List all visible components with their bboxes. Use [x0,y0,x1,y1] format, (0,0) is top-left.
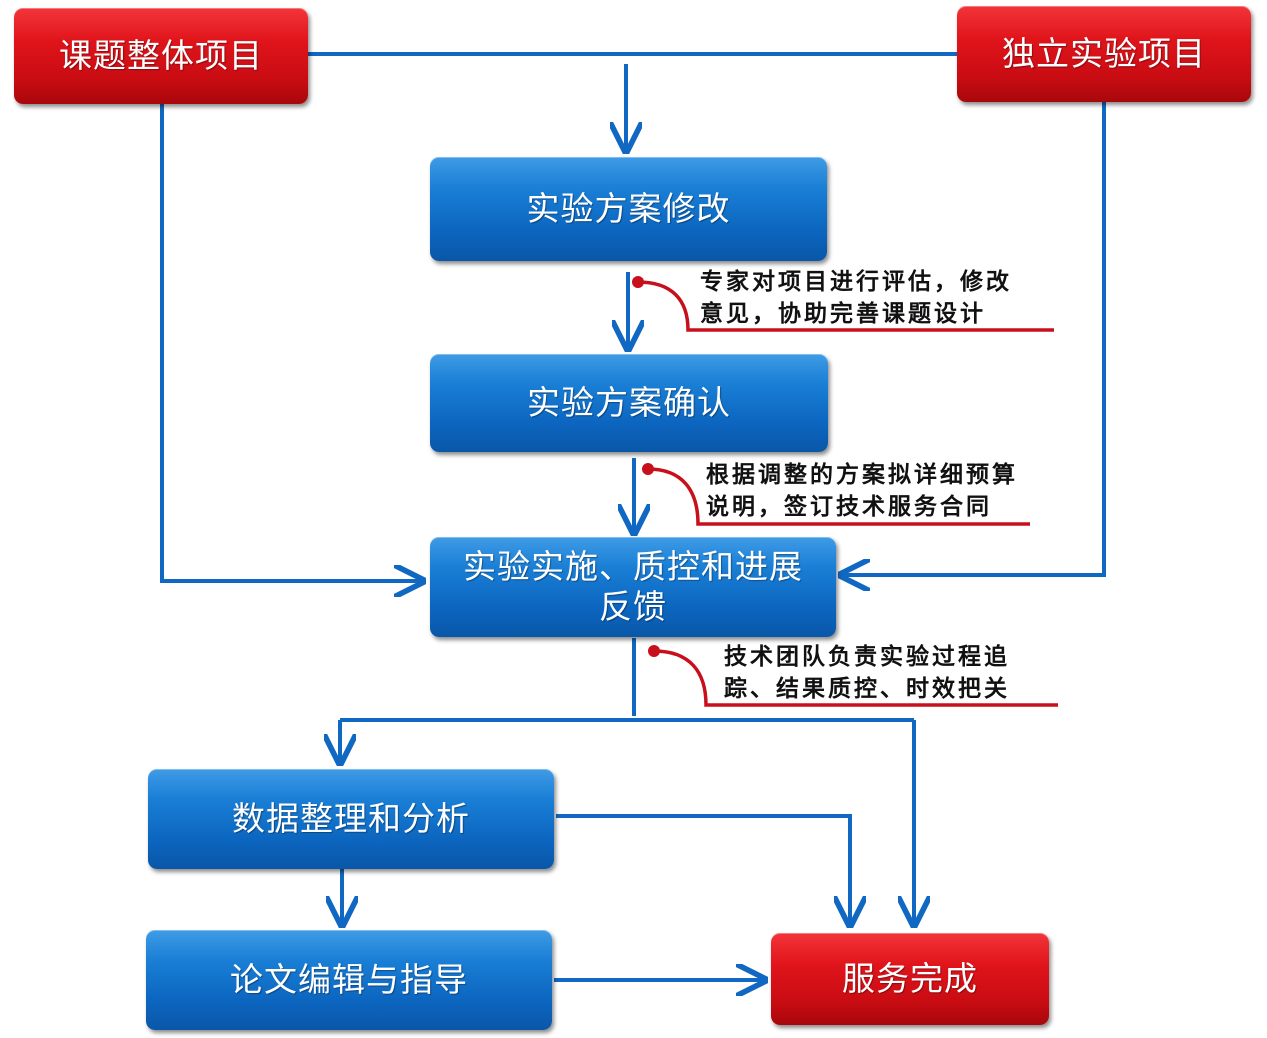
callout-dot-implement [648,645,660,657]
node-independent-project: 独立实验项目 [957,6,1251,102]
note-plan-revise: 专家对项目进行评估，修改 意见，协助完善课题设计 [700,266,1012,330]
node-service-done-label: 服务完成 [842,959,978,998]
arrow-whole-to-implement [160,102,422,581]
node-data-analysis-label: 数据整理和分析 [232,799,470,838]
callout-dot-confirm [642,463,654,475]
node-whole-project-label: 课题整体项目 [59,36,263,75]
node-implementation-label-line1: 实验实施、质控和进展 [463,547,803,586]
node-whole-project: 课题整体项目 [14,8,308,104]
node-paper-editing: 论文编辑与指导 [146,930,552,1030]
callout-dot-revise [632,276,644,288]
node-plan-revise-label: 实验方案修改 [526,189,731,228]
callout-hook-implement [653,649,1058,707]
note-plan-confirm-line2: 说明，签订技术服务合同 [706,493,992,520]
callout-hook-revise [637,280,1054,332]
node-plan-confirm-label: 实验方案确认 [527,383,731,422]
note-implementation-line2: 踪、结果质控、时效把关 [724,675,1010,702]
arrow-independent-to-implement [842,92,1106,575]
node-data-analysis: 数据整理和分析 [148,769,554,869]
note-implementation: 技术团队负责实验过程追 踪、结果质控、时效把关 [724,641,1010,705]
node-independent-project-label: 独立实验项目 [1002,34,1206,73]
node-service-done: 服务完成 [771,933,1049,1025]
note-implementation-line1: 技术团队负责实验过程追 [724,643,1010,670]
note-plan-confirm: 根据调整的方案拟详细预算 说明，签订技术服务合同 [706,459,1018,523]
node-implementation-label-line2: 反馈 [599,587,667,626]
node-plan-revise: 实验方案修改 [430,157,827,261]
callout-hook-confirm [647,467,1030,526]
note-plan-revise-line2: 意见，协助完善课题设计 [700,300,986,327]
node-implementation: 实验实施、质控和进展 反馈 [430,537,836,637]
node-plan-confirm: 实验方案确认 [430,354,828,452]
arrow-data-to-done [556,814,850,924]
note-plan-revise-line1: 专家对项目进行评估，修改 [700,268,1012,295]
node-paper-editing-label: 论文编辑与指导 [230,960,468,999]
note-plan-confirm-line1: 根据调整的方案拟详细预算 [706,461,1018,488]
